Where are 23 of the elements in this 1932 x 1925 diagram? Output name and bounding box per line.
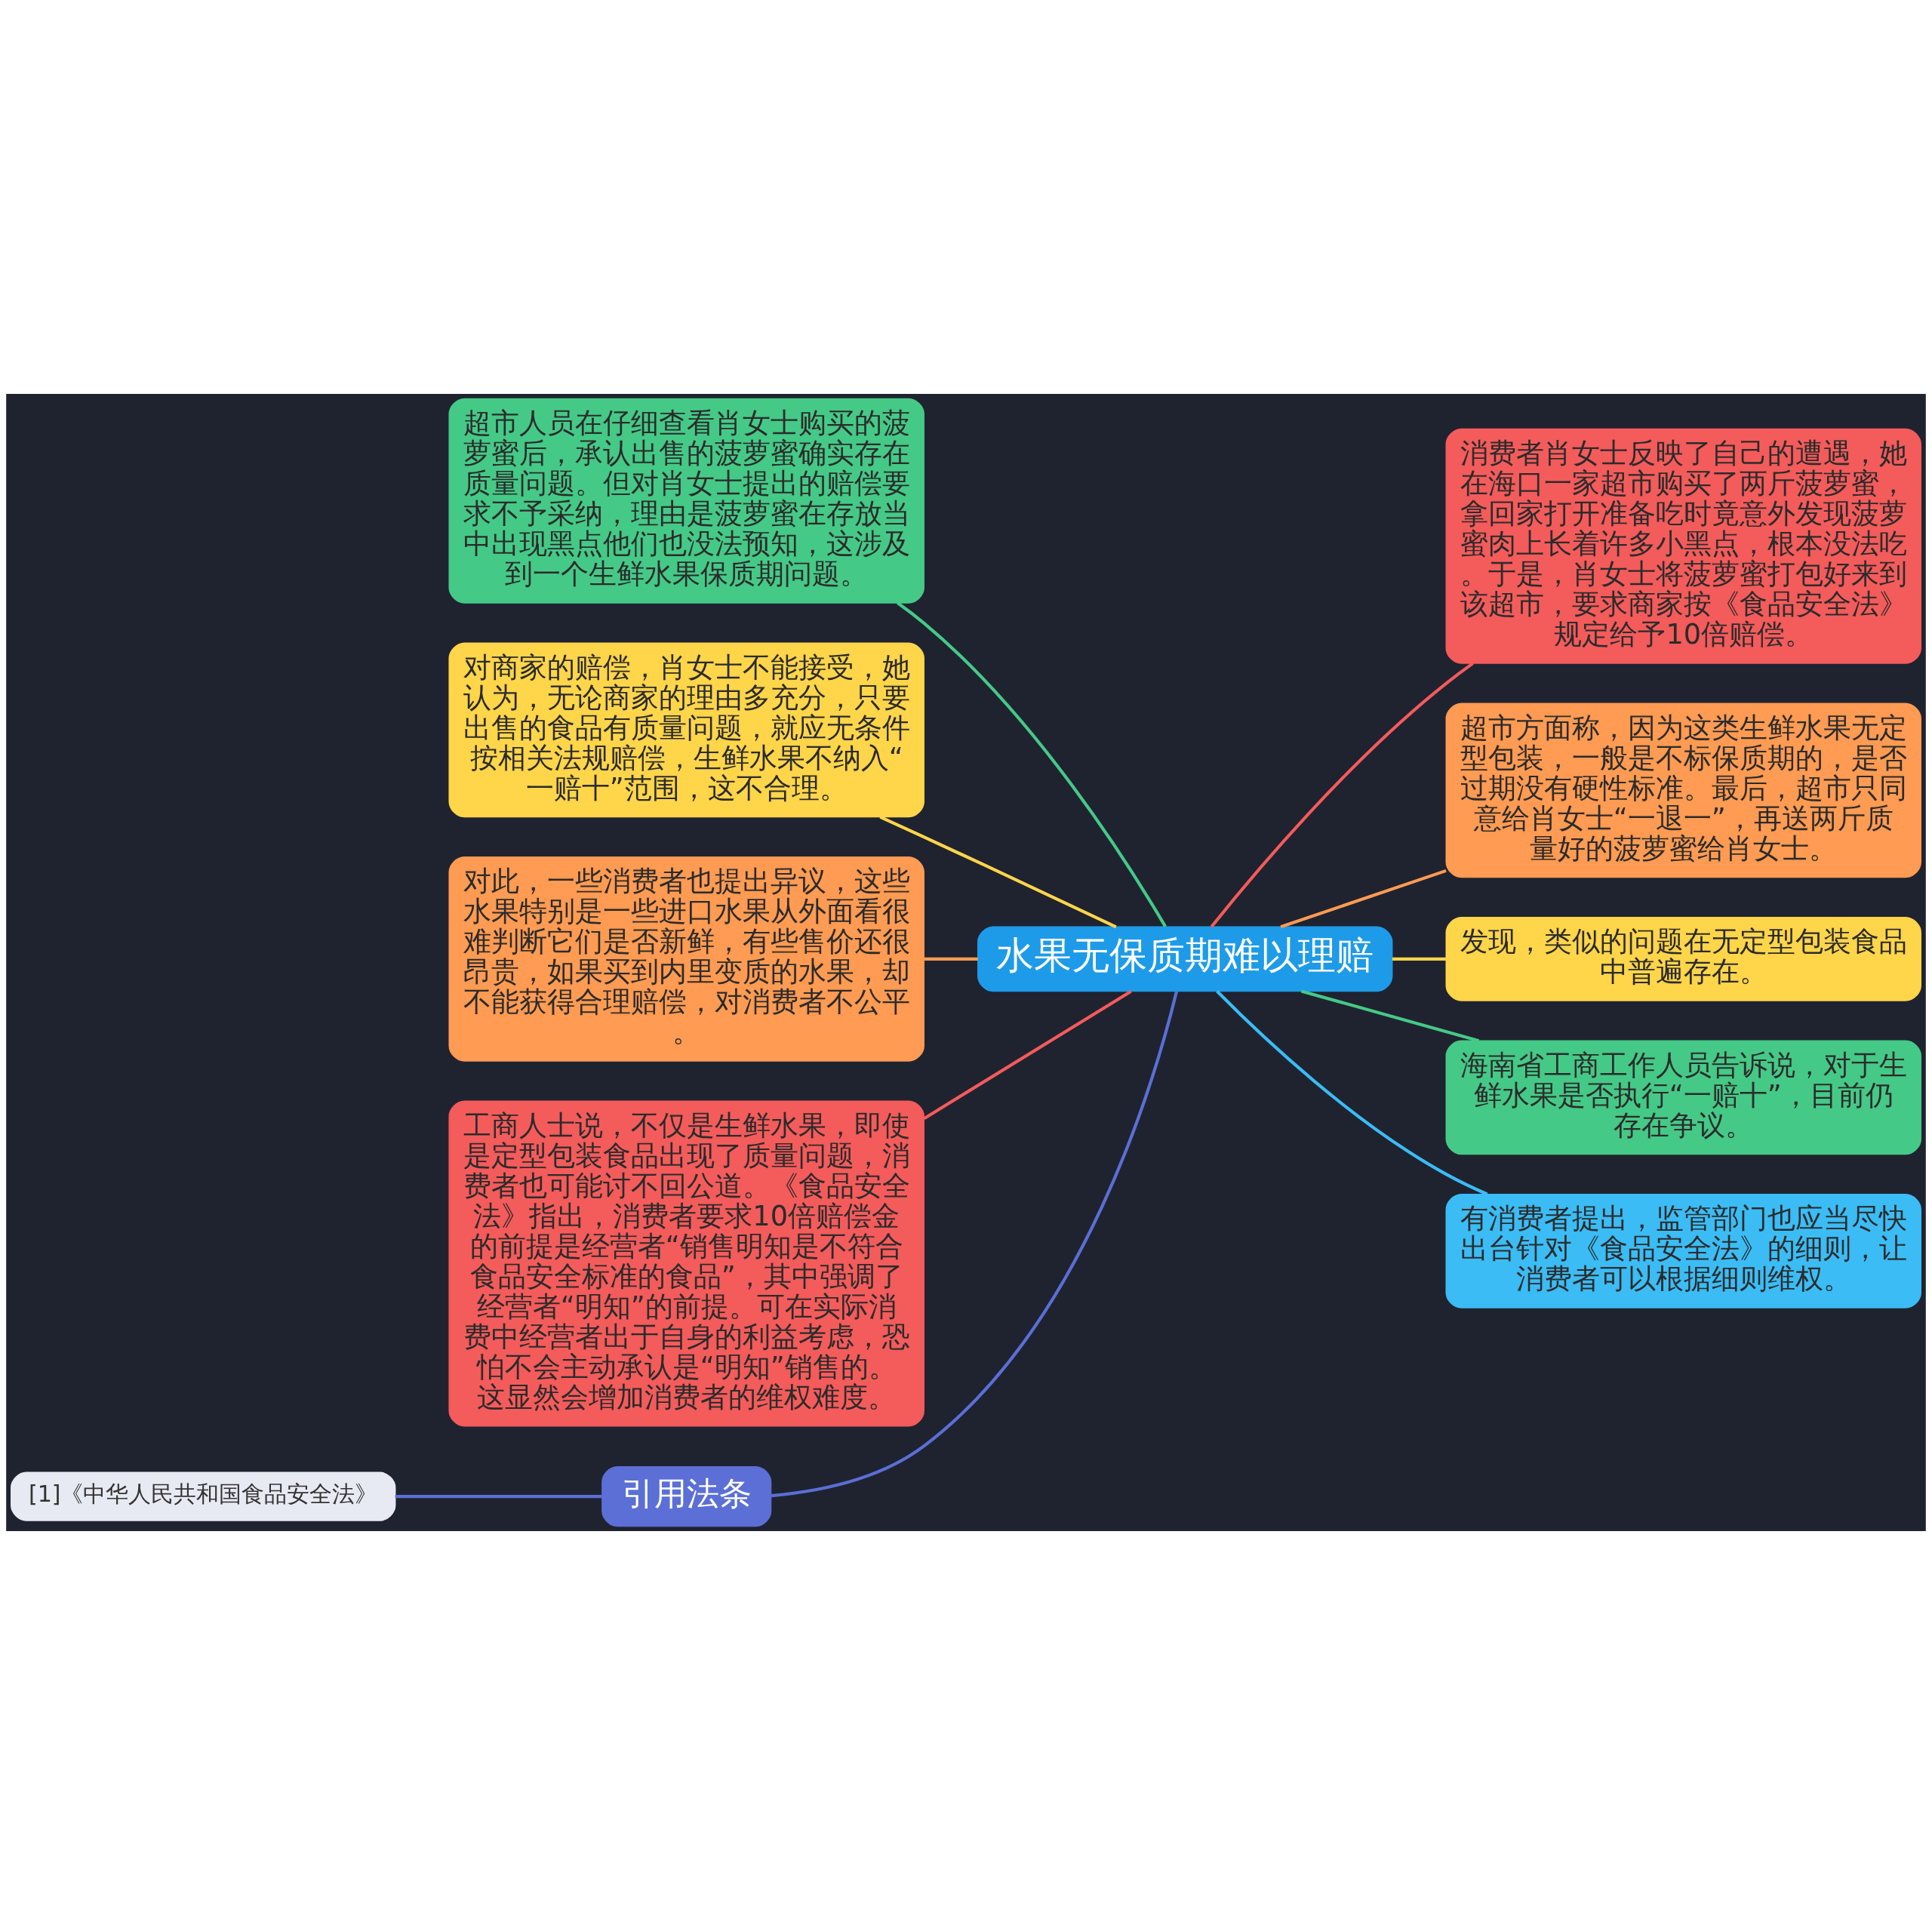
connector [1392,957,1446,961]
connector [924,957,978,961]
connector [395,1495,602,1499]
node-box: 超市方面称，因为这类生鲜水果无定型包装，一般是不标保质期的，是否过期没有硬性标准。最后，超市只同意给肖女士“一退一”，再送两斤质量好的菠萝蜜给肖女士。 [1445,703,1921,878]
connector [1300,989,1480,1043]
node-box: 有消费者提出，监管部门也应当尽快出台针对《食品安全法》的细则，让消费者可以根据细则维权。 [1445,1194,1921,1308]
connector [879,815,1117,929]
node-box: 对此，一些消费者也提出异议，这些水果特别是一些进口水果从外面看很难判断它们是否新鲜，有些售价还很昂贵，如果买到内里变质的水果，却不能获得合理赔偿，对消费者不公平。 [448,856,924,1062]
node-box: 引用法条 [601,1466,772,1527]
node-box: 水果无保质期难以理赔 [977,926,1393,992]
node-box: [1]《中华人民共和国食品安全法》 [11,1471,396,1521]
connector [923,990,1132,1120]
node-box: 工商人士说，不仅是生鲜水果，即使是定型包装食品出现了质量问题，消费者也可能讨不回公道。《食品安全法》指出，消费者要求10倍赔偿金的前提是经营者“销售明知是不符合食品安全标准的食品”，其中强调了经营者“明知”的前提。可在实际消费中经营者出于自身的利益考虑，恐怕不会主动承认是“明知”销售的。这显然会增加消费者的维权难度。 [448,1100,924,1427]
connector [1216,990,1488,1196]
node-box: 发现，类似的问题在无定型包装食品中普遍存在。 [1445,917,1921,1001]
connector [1210,662,1474,928]
node-box: 对商家的赔偿，肖女士不能接受，她认为，无论商家的理由多充分，只要出售的食品有质量问题，就应无条件按相关法规赔偿，生鲜水果不纳入“一赔十”范围，这不合理。 [448,642,924,818]
node-box: 超市人员在仔细查看肖女士购买的菠萝蜜后，承认出售的菠萝蜜确实存在质量问题。但对肖女士提出的赔偿要求不予采纳，理由是菠萝蜜在存放当中出现黑点他们也没法预知，这涉及到一个生鲜水果保质期问题。 [448,398,924,604]
connector [771,991,1179,1498]
node-box: 消费者肖女士反映了自己的遭遇，她在海口一家超市购买了两斤菠萝蜜，拿回家打开准备吃时竟意外发现菠萝蜜肉上长着许多小黑点，根本没法吃。于是，肖女士将菠萝蜜打包好来到该超市，要求商家按《食品安全法》规定给予10倍赔偿。 [1445,428,1921,664]
node-box: 海南省工商工作人员告诉说，对于生鲜水果是否执行“一赔十”，目前仍存在争议。 [1445,1040,1921,1155]
connector [897,601,1167,927]
connector [1280,869,1447,929]
